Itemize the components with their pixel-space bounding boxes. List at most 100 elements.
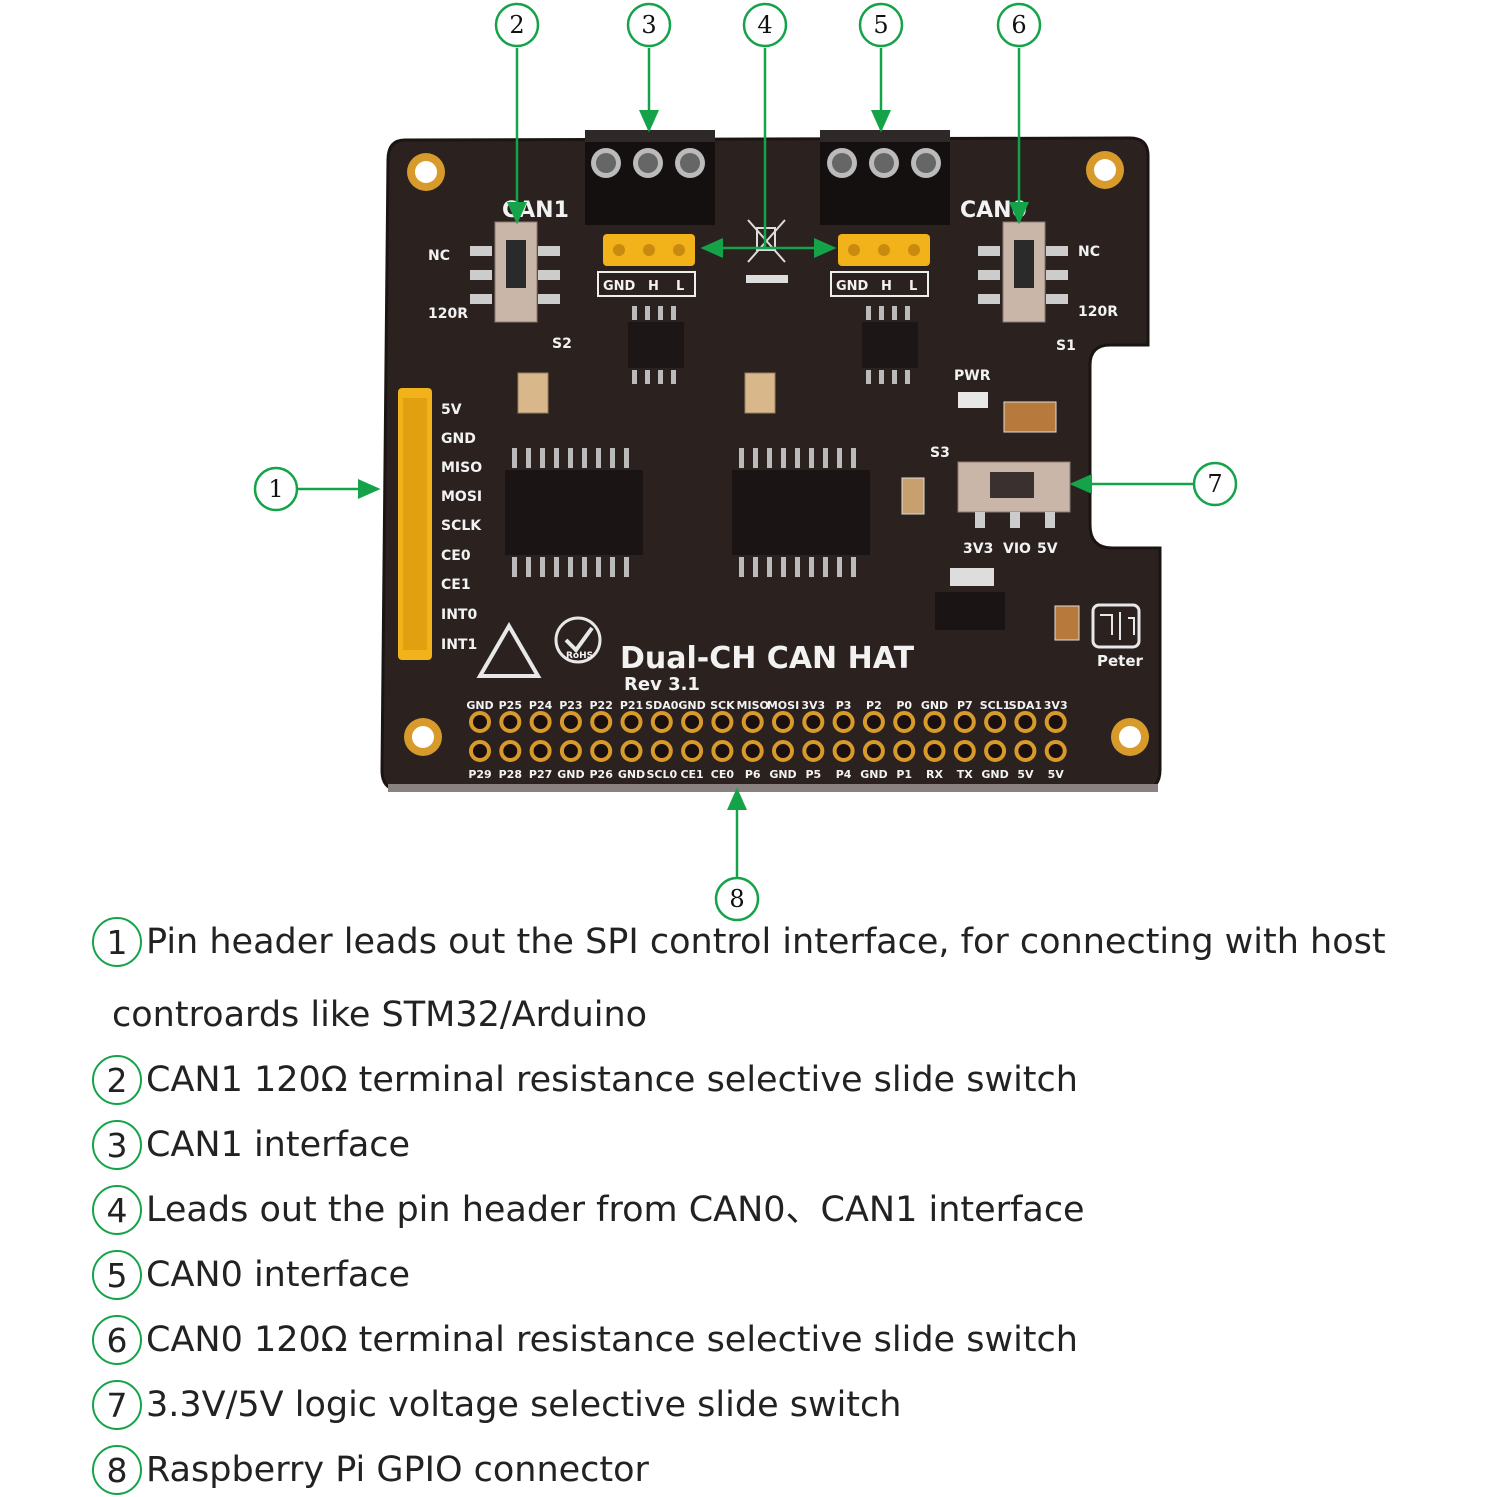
gpio-top-label: SDA0 [645,699,679,712]
legend-text: CAN1 interface [146,1125,411,1165]
can1-label: CAN1 [502,198,569,223]
gpio-pin [711,711,734,733]
can0-pin-header [830,234,930,297]
gpio-pin [923,711,946,733]
s2-slide-switch [470,221,560,323]
gpio-pin [741,740,764,762]
gpio-top-label: 3V3 [1044,699,1068,712]
gpio-pin [923,740,946,762]
s2-120r-label: 120R [428,306,468,322]
svg-text:3: 3 [641,11,656,39]
gpio-pin [893,740,916,762]
voltage-3v3-label: 3V3 [963,541,993,557]
gpio-top-label: P0 [896,699,912,712]
gpio-top-label: P22 [590,699,613,712]
gpio-top-label: GND [466,699,493,712]
legend-text: Leads out the pin header from CAN0、CAN1 … [146,1190,1085,1230]
gpio-top-label: P23 [559,699,582,712]
gpio-pin [559,740,582,762]
gpio-top-label: P21 [620,699,643,712]
rohs-check-icon [554,616,602,664]
gpio-top-label: SCL1 [980,699,1011,712]
gpio-bottom-label: 5V [1017,768,1034,781]
gpio-pin [620,711,643,733]
can0-screw-terminal [820,130,950,225]
gpio-bottom-label: 5V [1048,768,1065,781]
s2-nc-label: NC [428,248,450,264]
can0-label: CAN0 [960,198,1027,223]
gpio-bottom-label: GND [981,768,1008,781]
gpio-top-label: 3V3 [801,699,825,712]
gpio-top-label: GND [921,699,948,712]
gpio-top-label: P2 [866,699,882,712]
legend-number: 3 [92,1120,142,1170]
can1-header-h-label: H [648,279,659,294]
can1-transceiver-chip [628,306,684,384]
gpio-top-label: MISO [737,699,769,712]
callout-1: 1 [253,466,299,512]
gpio-pin [832,740,855,762]
legend-text: CAN0 interface [146,1255,411,1295]
spi-pin-header [398,388,432,660]
s2-label: S2 [552,336,572,352]
svg-text:7: 7 [1207,470,1222,498]
legend-text: Raspberry Pi GPIO connector [146,1450,649,1490]
gpio-pin [559,711,582,733]
legend-number: 5 [92,1250,142,1300]
callout-6: 6 [996,2,1042,48]
mounting-hole [1111,718,1149,756]
can1-pin-header [597,234,696,297]
can0-header-gnd-label: GND [836,279,869,294]
gpio-bottom-label: P27 [529,768,552,781]
gpio-bottom-label: SCL0 [646,768,677,781]
gpio-pin [620,740,643,762]
gpio-pin [529,711,552,733]
gpio-bottom-label: P1 [896,768,912,781]
spi-label-gnd: GND [441,431,476,447]
mcp2515-controller-chip [505,448,643,577]
callout-4: 4 [742,2,788,48]
spi-label-int0: INT0 [441,607,477,623]
rohs-label: RoHS [566,651,593,661]
gpio-top-label: GND [678,699,705,712]
gpio-pin [1014,740,1037,762]
gpio-pin [953,711,976,733]
callout-2: 2 [494,2,540,48]
gpio-bottom-label: TX [957,768,974,781]
gpio-bottom-label: GND [860,768,887,781]
gpio-pin [862,740,885,762]
gpio-top-label: SCK [710,699,735,712]
gpio-pin [681,711,704,733]
spi-label-ce0: CE0 [441,548,471,564]
can1-header-gnd-label: GND [603,279,636,294]
gpio-bottom-label: CE1 [680,768,703,781]
gpio-bottom-label: P28 [499,768,522,781]
can1-screw-terminal [585,130,715,225]
gpio-pin [499,711,522,733]
gpio-pin [802,711,825,733]
svg-text:4: 4 [757,11,772,39]
legend-number: 1 [92,917,142,967]
gpio-bottom-label: CE0 [711,768,735,781]
gpio-pin [590,711,613,733]
diode [950,568,994,586]
spi-label-int1: INT1 [441,637,477,653]
gpio-top-label: SDA1 [1009,699,1042,712]
svg-text:6: 6 [1011,11,1026,39]
s1-120r-label: 120R [1078,304,1118,320]
legend-item-1-continued: controards like STM32/Arduino [112,995,648,1035]
gpio-pin [650,740,673,762]
callout-3: 3 [626,2,672,48]
regulator-chip [935,592,1005,630]
legend-text: 3.3V/5V logic voltage selective slide sw… [146,1385,902,1425]
gpio-top-label: P7 [957,699,973,712]
mcp2515-controller-chip [732,448,870,577]
gpio-bottom-label: GND [618,768,645,781]
pwr-led [958,392,988,408]
legend-number: 7 [92,1380,142,1430]
